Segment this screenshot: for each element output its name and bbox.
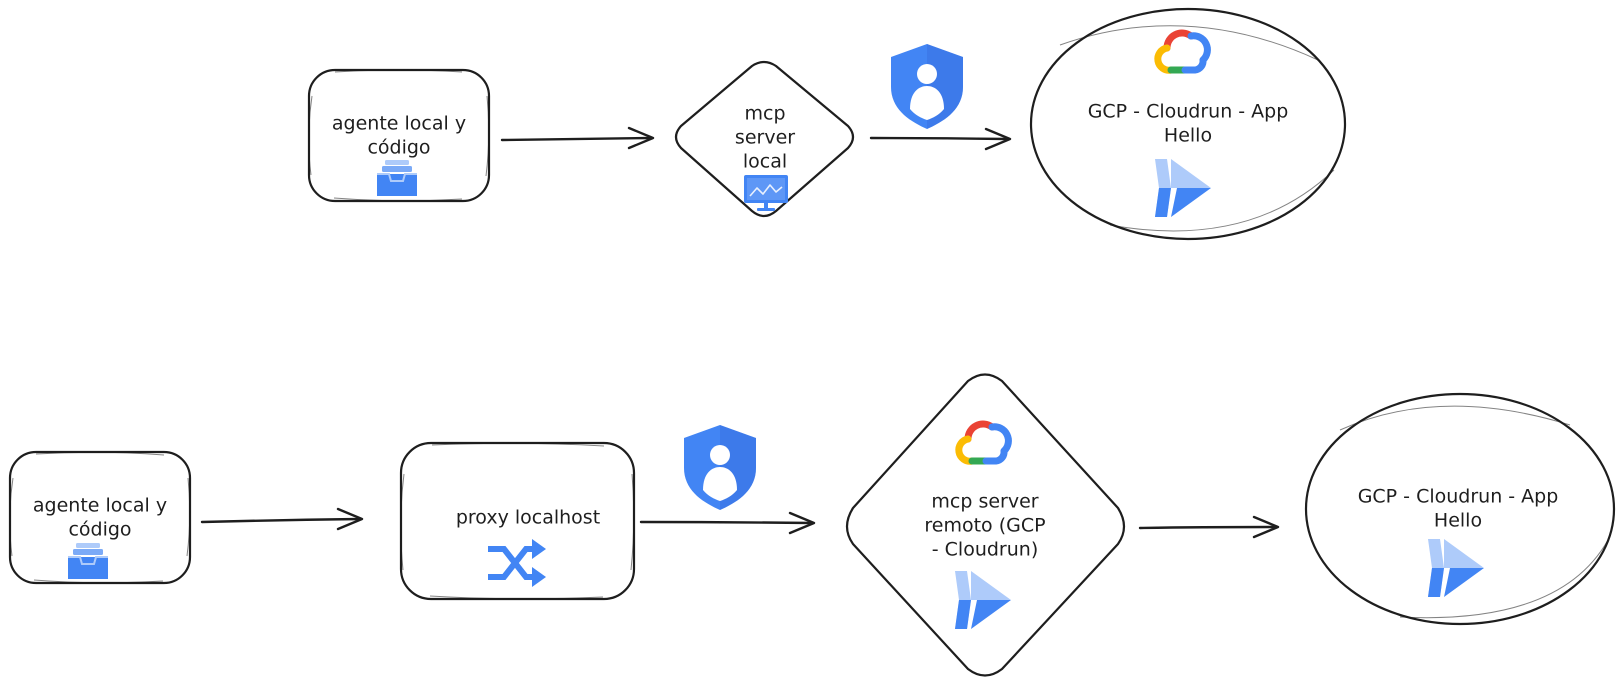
local-agent-node[interactable]: agente local y código: [8, 450, 192, 585]
arrow-proxy-to-mcp-remote: [639, 511, 816, 535]
node-label-line: mcp server: [931, 491, 1038, 513]
arrow-agent-to-mcp-local: [500, 126, 655, 150]
node-label-line: mcp: [744, 103, 785, 125]
node-label-line: GCP - Cloudrun - App: [1358, 486, 1559, 508]
node-label-line: server: [735, 127, 795, 149]
cloudrun-app-node[interactable]: GCP - Cloudrun - App Hello: [1304, 392, 1616, 626]
arrow-mcp-remote-to-cloudrun: [1138, 515, 1280, 539]
node-label-line: proxy localhost: [456, 507, 600, 529]
mcp-remote-node[interactable]: mcp server remoto (GCP - Cloudrun): [845, 373, 1126, 677]
node-label-line: Hello: [1434, 510, 1482, 532]
node-label-line: agente local y: [33, 495, 167, 517]
row-2: agente local y código proxy localhost: [8, 373, 1616, 677]
node-label-line: - Cloudrun): [932, 539, 1038, 561]
node-label-line: código: [367, 137, 430, 159]
row-1: agente local y código mcp server local: [307, 7, 1347, 241]
node-label-line: local: [743, 151, 787, 173]
local-agent-node[interactable]: agente local y código: [307, 68, 491, 203]
proxy-node[interactable]: proxy localhost: [399, 441, 636, 601]
mcp-local-node[interactable]: mcp server local: [674, 60, 855, 218]
security-shield-user-icon: [684, 425, 756, 510]
node-label-line: código: [68, 519, 131, 541]
security-shield-user-icon: [891, 44, 963, 129]
node-label-line: remoto (GCP: [924, 515, 1045, 537]
arrow-agent-to-proxy: [200, 507, 364, 531]
arrow-mcp-local-to-cloudrun: [869, 127, 1012, 151]
node-label-line: GCP - Cloudrun - App: [1088, 101, 1289, 123]
cloudrun-app-node[interactable]: GCP - Cloudrun - App Hello: [1029, 7, 1347, 241]
node-label-line: Hello: [1164, 125, 1212, 147]
node-label-line: agente local y: [332, 113, 466, 135]
